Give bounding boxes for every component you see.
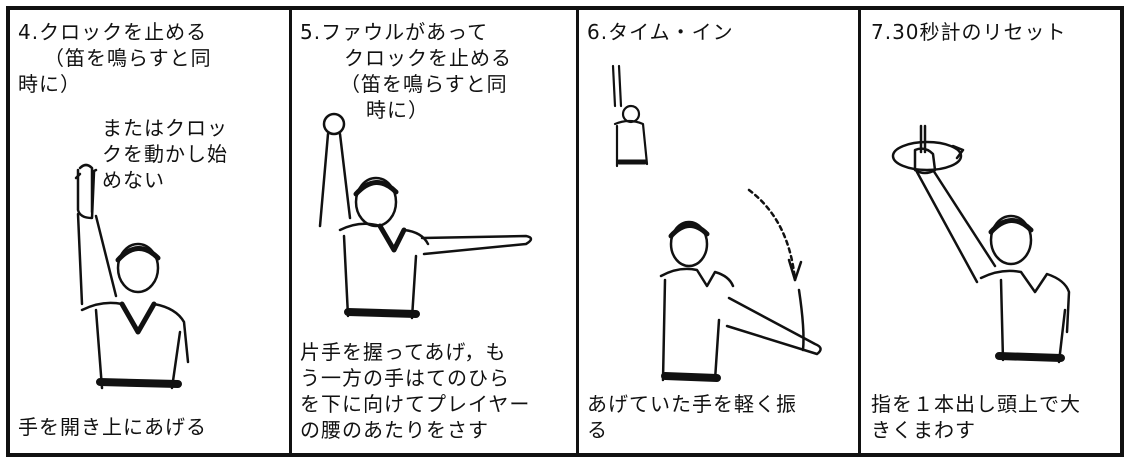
panel-caption-line: る bbox=[587, 418, 608, 442]
panel-title-line: クロックを止める bbox=[344, 46, 512, 70]
panel-title-line: 時に） bbox=[18, 72, 81, 96]
referee-signals-sheet: 4.クロックを止める （笛を鳴らすと同 時に） またはクロッ クを動かし始 めな… bbox=[6, 6, 1124, 457]
panel-title: 7.30秒計のリセット bbox=[871, 20, 1067, 44]
panel-caption-line: の腰のあたりをさす bbox=[300, 418, 489, 442]
panel-title-line: （笛を鳴らすと同 bbox=[44, 46, 212, 70]
panel-title: 4.クロックを止める bbox=[18, 20, 208, 44]
panel-caption-line: う一方の手はてのひら bbox=[300, 366, 510, 390]
panel-caption-line: 手を開き上にあげる bbox=[18, 415, 207, 439]
referee-finger-rotate-icon bbox=[881, 120, 1111, 380]
panel-caption-line: 片手を握ってあげ，も bbox=[300, 340, 507, 364]
panel-subtext-line: またはクロッ bbox=[102, 116, 228, 140]
panel-caption-line: を下に向けてプレイヤー bbox=[300, 392, 531, 416]
referee-hand-raised-open-icon bbox=[50, 160, 210, 400]
panel-title-line: 時に） bbox=[366, 98, 429, 122]
signal-panel-foul-stop-clock: 5.ファウルがあって クロックを止める （笛を鳴らすと同 時に） bbox=[292, 10, 579, 453]
panel-caption-line: 指を１本出し頭上で大 bbox=[871, 392, 1081, 416]
panel-title: 6.タイム・イン bbox=[587, 20, 734, 44]
panel-title: 5.ファウルがあって bbox=[300, 20, 489, 44]
panel-caption-line: きくまわす bbox=[871, 418, 976, 442]
signal-panel-time-in: 6.タイム・イン bbox=[579, 10, 861, 453]
referee-small-raised-arm-icon bbox=[603, 62, 659, 174]
referee-arm-swing-down-icon bbox=[649, 180, 849, 400]
panel-caption-line: あげていた手を軽く振 bbox=[587, 392, 797, 416]
signal-panel-30-second-reset: 7.30秒計のリセット bbox=[861, 10, 1128, 453]
panel-subtext-line: クを動かし始 bbox=[102, 142, 228, 166]
panel-subtext-line: めない bbox=[102, 168, 165, 192]
referee-fist-raised-pointing-icon bbox=[304, 106, 564, 338]
panel-title-line: （笛を鳴らすと同 bbox=[340, 72, 508, 96]
signal-panel-stop-clock: 4.クロックを止める （笛を鳴らすと同 時に） またはクロッ クを動かし始 めな… bbox=[10, 10, 292, 453]
